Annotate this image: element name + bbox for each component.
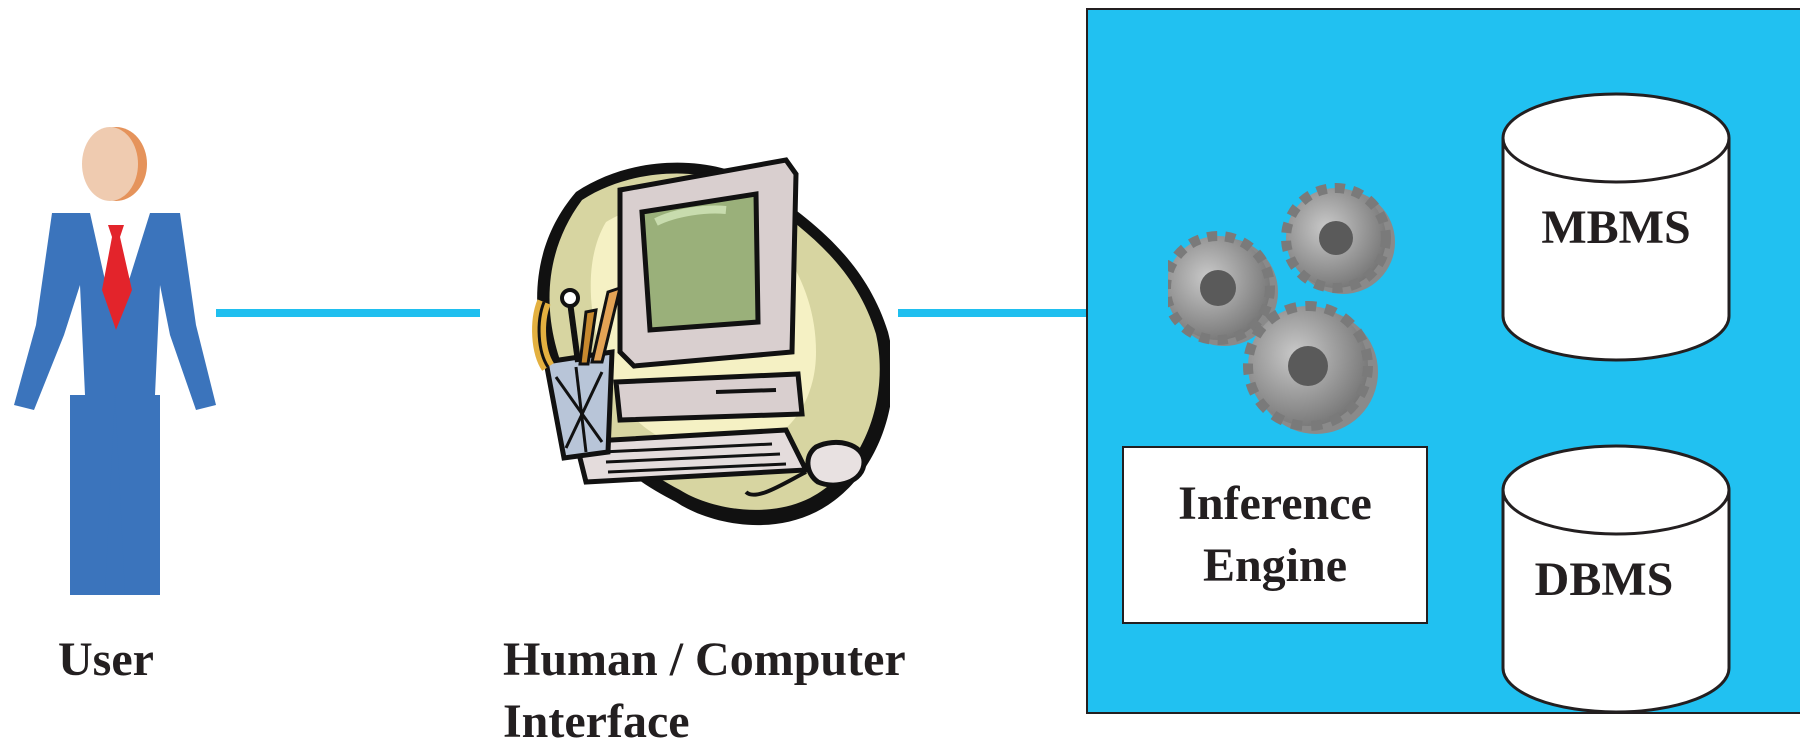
inference-engine-line2: Engine: [1202, 539, 1348, 592]
database-cylinder-icon: [1501, 92, 1731, 362]
person-icon: [14, 127, 216, 595]
interface-label-line1: Human / Computer: [503, 633, 906, 686]
dbms-database: [1500, 444, 1732, 714]
user-label: User: [58, 633, 154, 686]
mbms-label: MBMS: [1541, 201, 1691, 254]
interface-label-line2: Interface: [503, 695, 690, 748]
gear-bottom-icon: [1243, 301, 1378, 434]
computer-illustration: [516, 152, 890, 532]
gears-illustration: [1168, 180, 1438, 450]
mbms-database: [1500, 92, 1732, 362]
user-figure: [10, 125, 220, 605]
dbms-label: DBMS: [1534, 553, 1674, 606]
inference-engine-box: Inference Engine: [1122, 446, 1428, 624]
connector-interface-system: [898, 309, 1088, 317]
database-cylinder-icon: [1501, 444, 1731, 714]
gear-left-icon: [1168, 231, 1278, 346]
computer-icon: [532, 157, 890, 526]
gear-top-icon: [1281, 183, 1395, 294]
connector-user-interface: [216, 309, 480, 317]
gears-icon: [1168, 183, 1395, 434]
inference-engine-line1: Inference: [1178, 477, 1372, 530]
